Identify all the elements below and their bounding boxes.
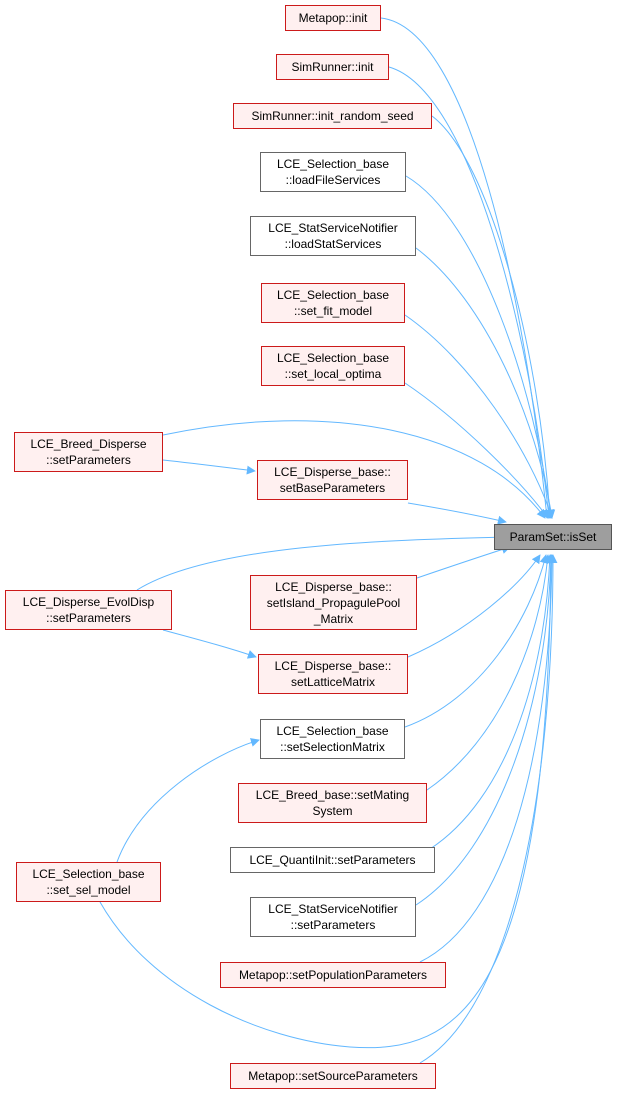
node-label: SimRunner::init bbox=[291, 60, 374, 74]
node-lce-disperse-base-setisland-propagulepool-matrix[interactable]: LCE_Disperse_base:: setIsland_PropaguleP… bbox=[250, 575, 417, 630]
node-metapop-init[interactable]: Metapop::init bbox=[285, 5, 381, 31]
edge-n19-to-target bbox=[419, 554, 558, 1064]
node-label: LCE_Selection_base ::set_fit_model bbox=[276, 288, 390, 318]
node-label: ParamSet::isSet bbox=[509, 530, 597, 544]
edge-n11-to-target bbox=[416, 545, 511, 579]
node-lce-quantiinit-setparameters[interactable]: LCE_QuantiInit::setParameters bbox=[230, 847, 435, 873]
node-metapop-setpopulationparameters[interactable]: Metapop::setPopulationParameters bbox=[220, 962, 446, 988]
node-label: LCE_StatServiceNotifier ::setParameters bbox=[268, 902, 398, 932]
edge-n17-to-target bbox=[415, 554, 556, 906]
edge-n6-to-target bbox=[404, 314, 554, 519]
node-label: Metapop::setSourceParameters bbox=[248, 1069, 418, 1083]
node-lce-selection-base-loadfileservices[interactable]: LCE_Selection_base ::loadFileServices bbox=[260, 152, 406, 192]
edge-n5-to-target bbox=[415, 247, 556, 519]
node-label: LCE_Selection_base ::set_local_optima bbox=[276, 351, 390, 381]
edge-n10-to-target bbox=[136, 532, 511, 591]
node-label: LCE_Disperse_base:: setLatticeMatrix bbox=[274, 659, 392, 689]
node-lce-selection-base-set-local-optima[interactable]: LCE_Selection_base ::set_local_optima bbox=[261, 346, 405, 386]
node-lce-statservicenotifier-loadstatservices[interactable]: LCE_StatServiceNotifier ::loadStatServic… bbox=[250, 216, 416, 256]
edge-n10-to-n12 bbox=[162, 629, 257, 659]
edge-n14-to-target bbox=[426, 554, 552, 791]
node-lce-selection-base-set-sel-model[interactable]: LCE_Selection_base ::set_sel_model bbox=[16, 862, 161, 902]
edge-n8-to-target bbox=[162, 420, 546, 519]
node-label: LCE_Disperse_base:: setIsland_PropaguleP… bbox=[266, 579, 401, 626]
node-label: LCE_QuantiInit::setParameters bbox=[249, 853, 416, 867]
node-lce-breed-base-setmatingsystem[interactable]: LCE_Breed_base::setMating System bbox=[238, 783, 427, 823]
node-target-paramset-isset[interactable]: ParamSet::isSet bbox=[494, 524, 612, 550]
edge-n3-to-target bbox=[431, 115, 555, 519]
edge-n1-to-target bbox=[380, 17, 551, 519]
node-label: Metapop::init bbox=[298, 11, 368, 25]
edge-n16-to-target bbox=[99, 554, 556, 1049]
edge-n15-to-target bbox=[429, 554, 555, 850]
edges-layer bbox=[99, 17, 558, 1064]
node-label: SimRunner::init_random_seed bbox=[251, 109, 414, 123]
node-lce-breed-disperse-setparameters[interactable]: LCE_Breed_Disperse ::setParameters bbox=[14, 432, 163, 472]
edge-n8-to-n9 bbox=[162, 459, 256, 475]
node-lce-disperse-evoldisp-setparameters[interactable]: LCE_Disperse_EvolDisp ::setParameters bbox=[5, 590, 172, 630]
node-label: LCE_Disperse_base:: setBaseParameters bbox=[274, 465, 391, 495]
edge-n2-to-target bbox=[388, 66, 553, 519]
node-label: Metapop::setPopulationParameters bbox=[238, 968, 428, 982]
node-label: LCE_Selection_base ::set_sel_model bbox=[32, 867, 145, 897]
node-lce-disperse-base-setlatticematrix[interactable]: LCE_Disperse_base:: setLatticeMatrix bbox=[258, 654, 408, 694]
node-label: LCE_Selection_base ::setSelectionMatrix bbox=[276, 724, 389, 754]
node-label: LCE_StatServiceNotifier ::loadStatServic… bbox=[268, 221, 398, 251]
node-lce-selection-base-set-fit-model[interactable]: LCE_Selection_base ::set_fit_model bbox=[261, 283, 405, 323]
node-metapop-setsourceparameters[interactable]: Metapop::setSourceParameters bbox=[230, 1063, 436, 1089]
node-label: LCE_Breed_base::setMating System bbox=[255, 788, 410, 818]
edge-n12-to-target bbox=[407, 554, 541, 658]
edge-n9-to-target bbox=[407, 502, 507, 525]
node-lce-selection-base-setselectionmatrix[interactable]: LCE_Selection_base ::setSelectionMatrix bbox=[260, 719, 405, 759]
node-simrunner-init-random-seed[interactable]: SimRunner::init_random_seed bbox=[233, 103, 432, 129]
node-lce-disperse-base-setbaseparameters[interactable]: LCE_Disperse_base:: setBaseParameters bbox=[257, 460, 408, 500]
node-label: LCE_Disperse_EvolDisp ::setParameters bbox=[22, 595, 155, 625]
edge-n7-to-target bbox=[404, 382, 549, 519]
edge-n13-to-target bbox=[404, 554, 549, 728]
node-label: LCE_Selection_base ::loadFileServices bbox=[276, 157, 390, 187]
node-label: LCE_Breed_Disperse ::setParameters bbox=[30, 437, 147, 467]
node-lce-statservicenotifier-setparameters[interactable]: LCE_StatServiceNotifier ::setParameters bbox=[250, 897, 416, 937]
edge-n4-to-target bbox=[405, 175, 555, 519]
edge-n16-to-n13 bbox=[116, 738, 260, 863]
node-simrunner-init[interactable]: SimRunner::init bbox=[276, 54, 389, 80]
edge-n18-to-target bbox=[419, 554, 557, 963]
